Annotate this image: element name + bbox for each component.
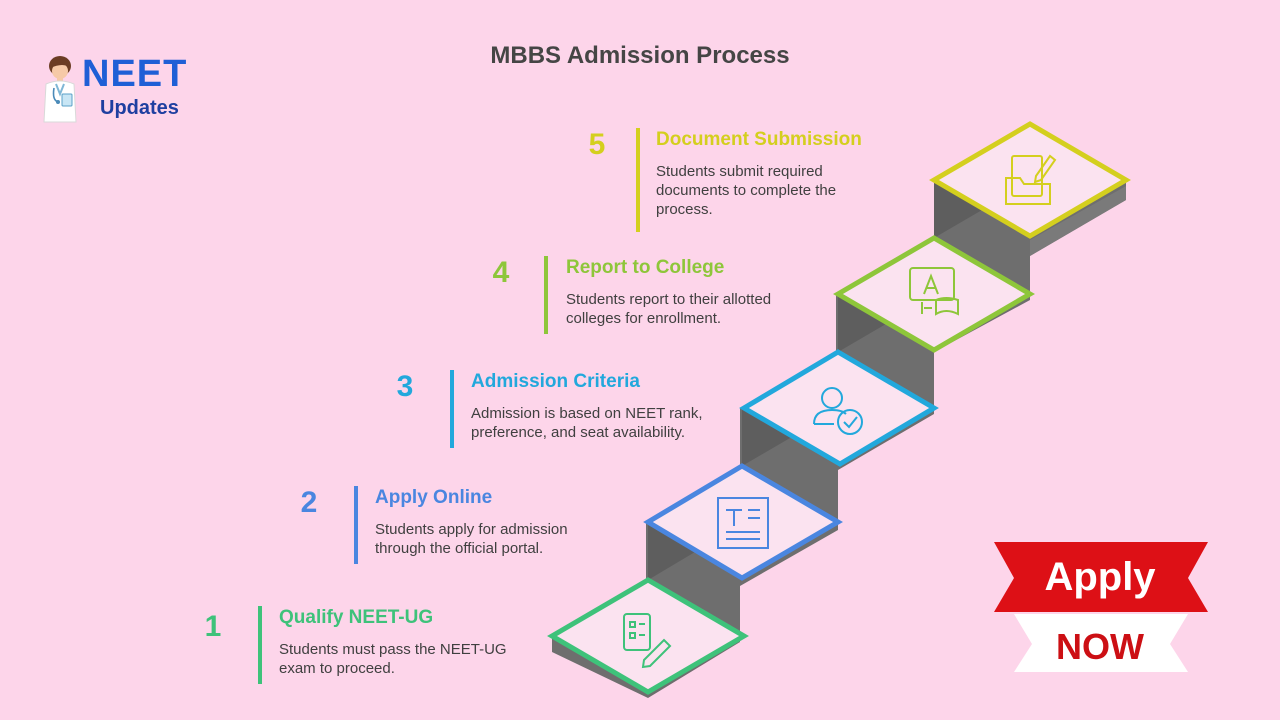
apply-now-button[interactable]: Apply NOW <box>990 540 1210 672</box>
step-number: 3 <box>396 370 414 403</box>
step-divider <box>450 370 454 448</box>
step-divider <box>354 486 358 564</box>
checklist-edit-icon <box>623 613 672 669</box>
apply-label: Apply <box>1044 555 1156 599</box>
step-3: 3 Admission Criteria Admission is based … <box>388 370 728 448</box>
step-title: Document Submission <box>656 129 862 150</box>
step-description: Students report to their allotted colleg… <box>566 291 772 327</box>
logo-updates-text: Updates <box>100 97 179 119</box>
step-description: Admission is based on NEET rank, prefere… <box>471 405 703 441</box>
step-title: Report to College <box>566 257 725 278</box>
step-1-platform <box>547 577 749 695</box>
doctor-icon <box>43 56 77 123</box>
step-4: 4 Report to College Students report to t… <box>484 256 824 334</box>
step-divider <box>258 606 262 684</box>
step-description: Students apply for admission through the… <box>375 521 568 557</box>
step-divider <box>544 256 548 334</box>
step-1: 1 Qualify NEET-UG Students must pass the… <box>196 606 536 684</box>
step-number: 2 <box>300 486 318 519</box>
text-document-icon <box>717 497 769 549</box>
step-2-platform <box>643 463 843 581</box>
step-2: 2 Apply Online Students apply for admiss… <box>292 486 612 564</box>
person-check-icon <box>813 387 863 435</box>
step-divider <box>636 128 640 232</box>
learning-screen-icon <box>909 267 959 316</box>
step-5: 5 Document Submission Students submit re… <box>580 128 900 232</box>
step-title: Qualify NEET-UG <box>279 607 434 628</box>
step-description: Students submit required documents to co… <box>656 163 837 218</box>
logo-neet-text: NEET <box>82 53 188 95</box>
apply-now-banner-shape <box>994 542 1208 672</box>
step-number: 1 <box>204 610 222 643</box>
page-title: MBBS Admission Process <box>490 42 790 69</box>
step-5-platform <box>929 121 1131 239</box>
document-folder-icon <box>1005 154 1057 205</box>
step-title: Admission Criteria <box>471 371 640 392</box>
now-label: NOW <box>1056 626 1144 667</box>
step-4-platform <box>833 235 1035 353</box>
step-3-platform <box>739 349 939 467</box>
step-number: 4 <box>492 256 510 289</box>
step-number: 5 <box>588 128 606 161</box>
neet-updates-logo[interactable]: NEET Updates <box>38 52 208 128</box>
step-title: Apply Online <box>375 487 493 508</box>
step-description: Students must pass the NEET-UG exam to p… <box>279 641 507 677</box>
